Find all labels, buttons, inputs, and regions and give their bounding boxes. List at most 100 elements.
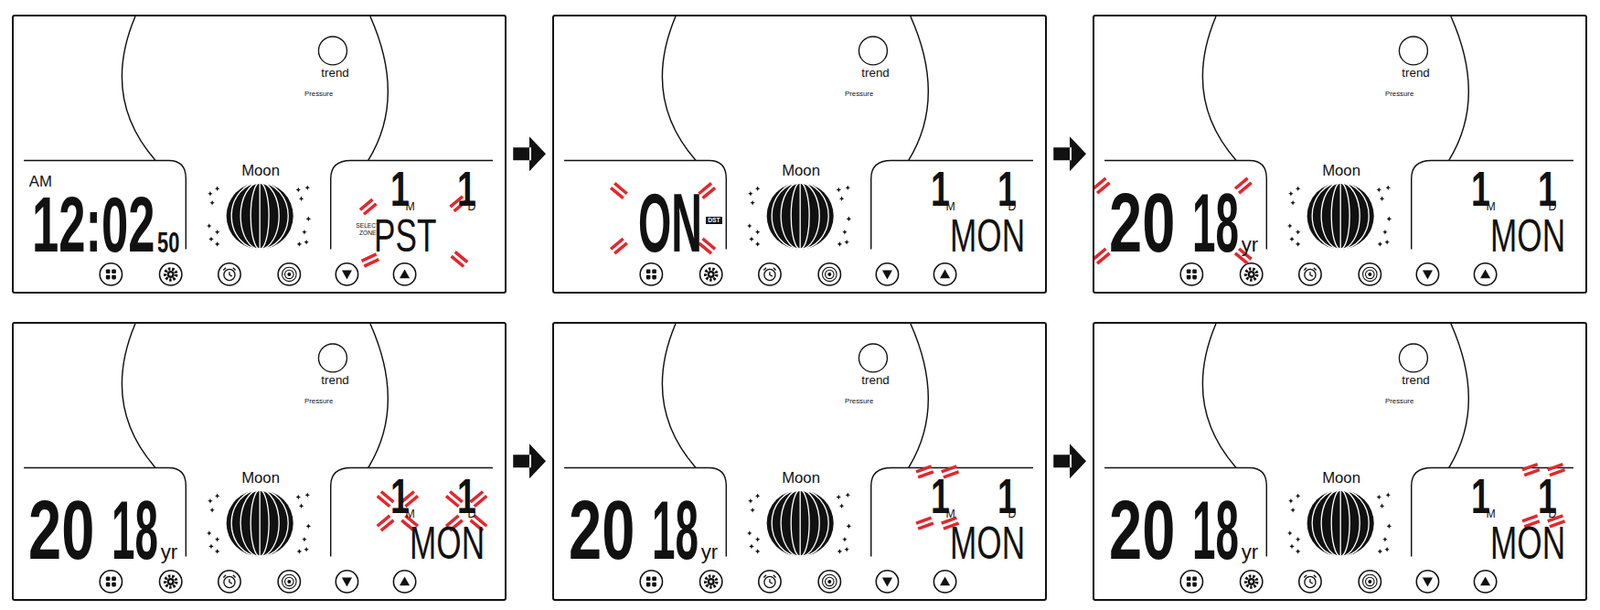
star — [755, 536, 761, 543]
gear-icon — [707, 577, 715, 586]
moon-disc — [767, 182, 834, 250]
signal-icon — [285, 269, 295, 278]
moon-meridian — [259, 182, 261, 250]
flash-mark — [609, 237, 629, 256]
star — [207, 498, 214, 504]
gear-icon — [1248, 577, 1256, 586]
star — [1295, 241, 1302, 247]
dial-arc — [368, 16, 389, 160]
flash-mark — [1094, 177, 1111, 195]
star — [1295, 229, 1302, 235]
moon-meridian — [250, 490, 269, 557]
moon-meridian — [1340, 490, 1342, 557]
star — [1289, 544, 1295, 550]
button — [335, 570, 358, 593]
button — [758, 570, 781, 593]
button — [1358, 263, 1381, 286]
trend-indicator — [858, 36, 887, 65]
lcd-label: Moon — [781, 163, 821, 180]
lcd-label: Moon — [1322, 163, 1361, 180]
dial-arc — [661, 323, 696, 468]
lcd-label: D — [1008, 201, 1017, 213]
star — [844, 491, 851, 498]
button — [1299, 570, 1322, 593]
star — [301, 229, 308, 235]
alarm-icon — [1303, 267, 1316, 277]
gear-icon — [707, 270, 715, 278]
lcd-screen: trendPressureMoonAM12:02501M1DSELECT ZON… — [11, 14, 507, 294]
star — [749, 507, 756, 513]
moon-meridian — [1321, 182, 1360, 250]
lcd-label: trend — [1401, 66, 1430, 79]
star — [1386, 523, 1393, 530]
button — [393, 263, 416, 286]
signal-icon — [1363, 266, 1378, 281]
star — [748, 236, 755, 243]
trend-indicator — [858, 343, 887, 373]
star — [301, 536, 308, 543]
flash-mark — [1094, 247, 1111, 266]
down-icon — [341, 270, 352, 280]
star — [298, 503, 305, 510]
lcd-screen: trendPressureMoonONDST1M1DMON — [552, 14, 1047, 294]
star — [1382, 229, 1388, 235]
star — [297, 241, 303, 247]
gear-icon — [165, 576, 177, 587]
star — [755, 241, 761, 247]
star — [1379, 196, 1386, 203]
moon-meridian — [250, 182, 269, 250]
flash-mark — [1521, 462, 1540, 477]
dial-arc — [908, 323, 929, 468]
moon-meridian — [240, 490, 279, 557]
up-icon — [1480, 268, 1491, 278]
button — [1416, 570, 1439, 593]
button — [99, 263, 122, 286]
star — [755, 186, 761, 192]
star — [842, 536, 848, 543]
moon-meridian — [771, 490, 829, 557]
star — [836, 187, 843, 193]
signal-icon — [1363, 574, 1378, 588]
button — [160, 570, 182, 593]
step-arrow — [512, 443, 546, 479]
gear-icon — [1248, 270, 1256, 278]
star — [206, 530, 213, 536]
moon-meridian — [780, 182, 820, 250]
moon-meridian — [800, 182, 801, 250]
lcd-label: trend — [1401, 373, 1430, 386]
star — [1290, 507, 1296, 513]
lcd-label: trend — [861, 66, 890, 79]
trend-indicator — [318, 343, 347, 373]
lcd-label: trend — [320, 66, 350, 79]
star — [1376, 187, 1383, 193]
star — [1386, 216, 1393, 223]
star — [1382, 536, 1388, 543]
lcd-digits: 18 — [651, 488, 699, 573]
star — [1377, 241, 1384, 247]
menu-icon — [106, 576, 117, 587]
button — [335, 263, 358, 286]
moon-disc — [226, 490, 294, 557]
star — [206, 223, 213, 229]
button — [818, 263, 841, 286]
lcd-label: D — [468, 201, 477, 213]
gear-icon — [1249, 272, 1253, 276]
moon-meridian — [790, 490, 810, 557]
moon-meridian — [231, 490, 288, 557]
star — [843, 546, 850, 553]
dial-arc — [908, 16, 929, 160]
signal-icon — [825, 269, 835, 278]
star — [836, 494, 843, 501]
lcd-label: Pressure — [1385, 397, 1414, 406]
button — [1180, 263, 1203, 286]
gear-icon — [1246, 576, 1258, 587]
moon-meridian — [1321, 490, 1360, 557]
signal-icon — [822, 574, 838, 588]
star — [208, 236, 214, 243]
star — [1287, 530, 1293, 536]
button — [1473, 263, 1496, 286]
signal-icon — [287, 272, 291, 277]
gear-icon — [1249, 579, 1253, 583]
step-arrow — [1053, 136, 1087, 171]
star — [304, 491, 310, 498]
